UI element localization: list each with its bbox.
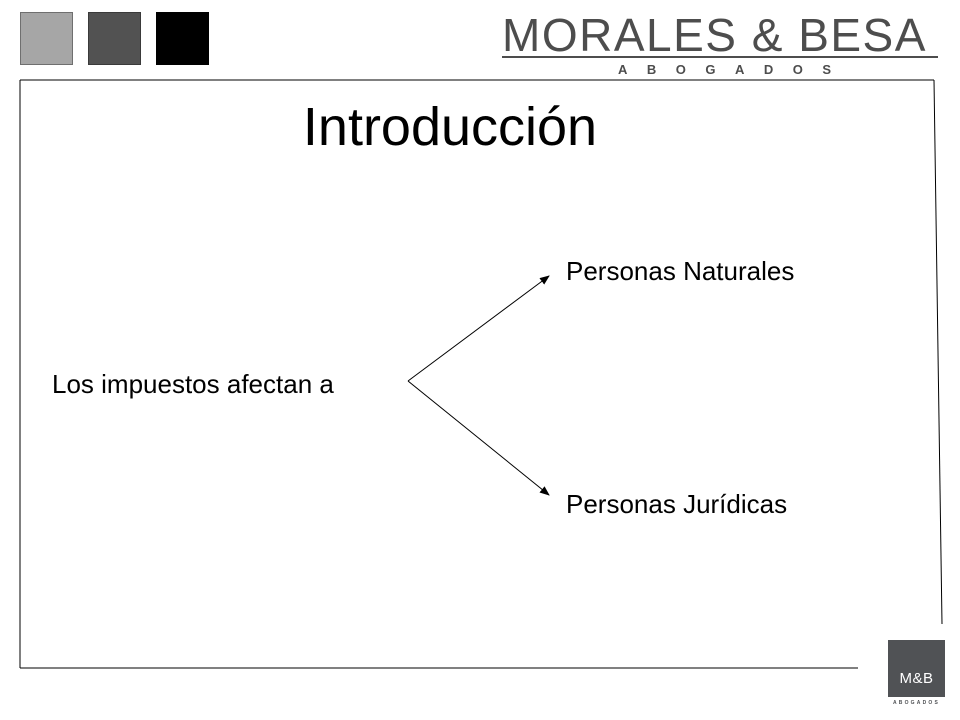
logo-rule (502, 56, 938, 58)
badge-monogram: M&B (899, 670, 934, 687)
target-label-juridicas: Personas Jurídicas (566, 489, 788, 519)
decorative-square-mid (88, 12, 141, 65)
target-label-naturales: Personas Naturales (566, 256, 795, 286)
firm-badge: M&B ABOGADOS (888, 640, 945, 706)
firm-logo: MORALES & BESA ABOGADOS (500, 8, 940, 78)
frame-right-edge (933, 79, 943, 625)
arrow-icon-upper (407, 275, 550, 382)
badge-tagline: ABOGADOS (892, 700, 941, 706)
decorative-square-light (20, 12, 73, 65)
arrow-icon-lower (407, 380, 550, 496)
slide-title: Introducción (302, 97, 598, 157)
logo-tagline: ABOGADOS (618, 62, 851, 77)
decorative-square-dark (156, 12, 209, 65)
source-label: Los impuestos afectan a (52, 369, 334, 399)
logo-wordmark: MORALES & BESA (502, 9, 927, 61)
